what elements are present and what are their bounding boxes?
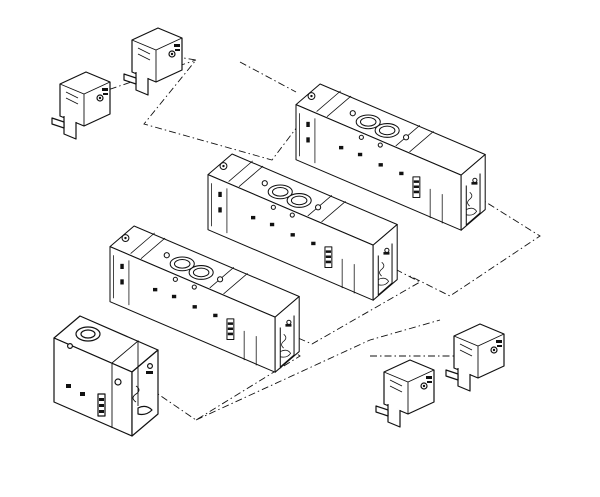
solenoid-coil-2 xyxy=(51,71,111,140)
solenoid-coil-3 xyxy=(445,323,505,392)
solenoid-coil-4 xyxy=(375,359,435,428)
valve-small xyxy=(53,315,159,437)
solenoid-coil-1 xyxy=(123,27,183,96)
